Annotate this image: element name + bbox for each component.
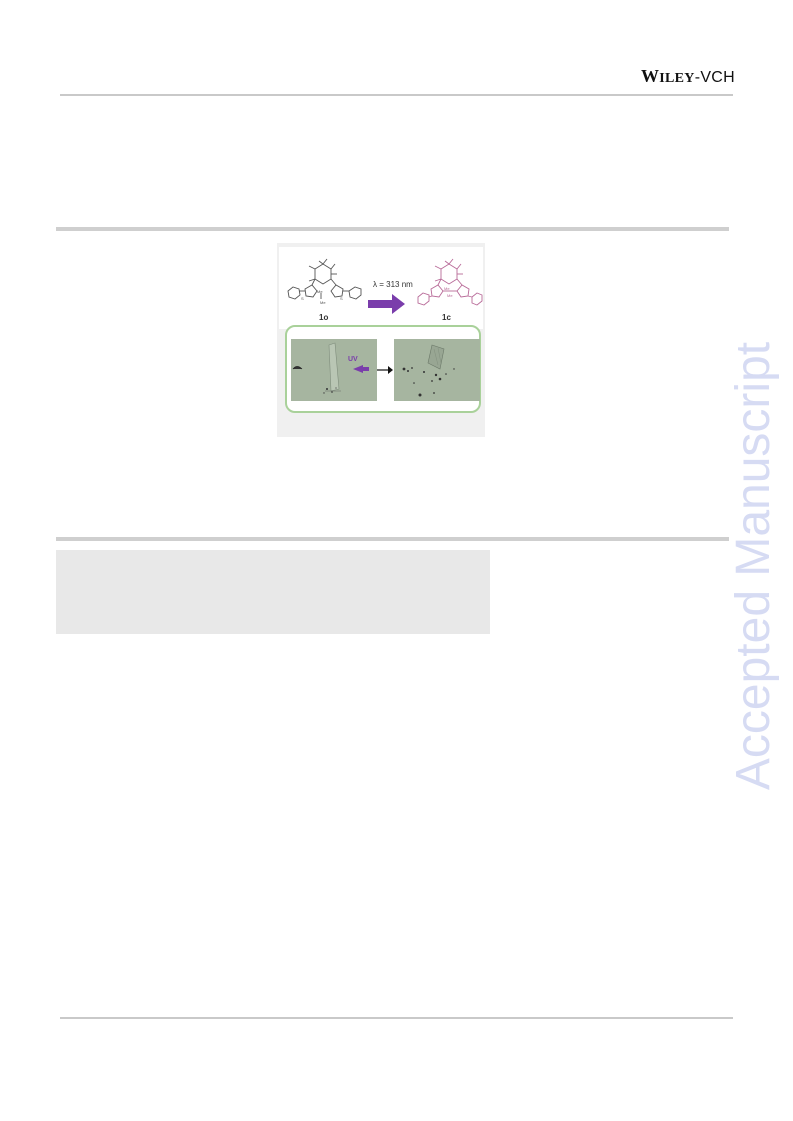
micrograph-after-image <box>394 339 480 401</box>
micrograph-after <box>394 339 480 401</box>
methyl-label-open-1: Me <box>317 289 323 294</box>
wavelength-label: λ = 313 nm <box>373 280 413 289</box>
publisher-logo: WILEY-VCH <box>640 66 735 86</box>
header-divider <box>60 94 733 96</box>
toc-text-box <box>56 550 490 634</box>
transition-arrow <box>377 366 393 374</box>
methyl-label-closed-1: Me <box>444 286 450 291</box>
reaction-scheme-drawing: Me Me S S λ = 313 nm <box>287 258 483 322</box>
methyl-label-closed-2: Me <box>447 293 453 298</box>
accepted-manuscript-watermark: Accepted Manuscript <box>727 341 780 791</box>
toc-bottom-divider <box>56 537 729 541</box>
uv-label: UV <box>348 356 358 363</box>
toc-graphic: Me Me S S λ = 313 nm <box>277 243 485 437</box>
methyl-label-open-2: Me <box>320 300 326 305</box>
reaction-arrow <box>368 294 405 314</box>
footer-divider <box>60 1017 733 1019</box>
sulfur-label-open-1: S <box>301 296 304 301</box>
reaction-scheme: Me Me S S λ = 313 nm <box>279 247 483 329</box>
closed-isomer-structure <box>417 258 483 306</box>
compound-label-open: 1o <box>319 313 328 322</box>
compound-label-closed: 1c <box>442 313 451 322</box>
micrograph-panel: UV <box>285 325 481 413</box>
sulfur-label-open-2: S <box>340 296 343 301</box>
toc-top-divider <box>56 227 729 231</box>
uv-arrow <box>353 365 369 373</box>
micrograph-before-image: UV <box>291 339 377 401</box>
micrograph-before: UV <box>291 339 377 401</box>
open-isomer-structure <box>287 258 362 300</box>
